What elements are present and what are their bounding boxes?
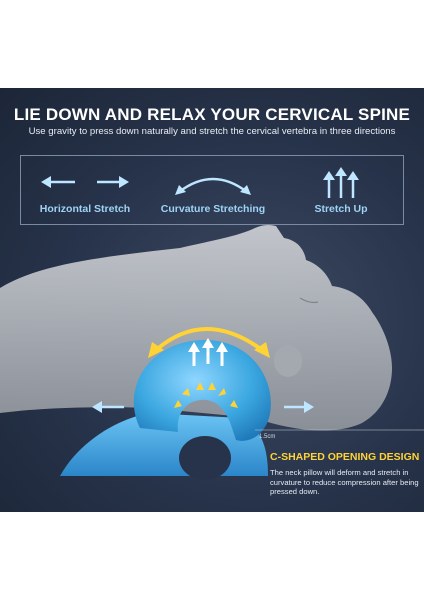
arrowhead-icon	[148, 342, 164, 358]
design-description: The neck pillow will deform and stretch …	[270, 468, 419, 497]
arrowhead-icon	[254, 342, 270, 358]
direction-up: Stretch Up	[277, 156, 405, 226]
direction-label: Curvature Stretching	[160, 203, 266, 215]
design-title: C-SHAPED OPENING DESIGN	[270, 451, 420, 463]
direction-label: Horizontal Stretch	[39, 203, 131, 215]
white-up-arrows-icon	[188, 338, 228, 366]
subline: Use gravity to press down naturally and …	[28, 126, 396, 137]
head-silhouette	[0, 224, 392, 431]
c-opening	[179, 436, 231, 480]
headline: LIE DOWN AND RELAX YOUR CERVICAL SPINE	[13, 105, 411, 124]
direction-curvature: Curvature Stretching	[149, 156, 277, 226]
double-horizontal-arrow-icon	[41, 176, 129, 188]
illustration-scene	[0, 224, 424, 480]
measurement-label: 1.5cm	[259, 434, 276, 440]
horizontal-arrows-icon	[92, 401, 314, 413]
direction-label: Stretch Up	[314, 203, 368, 215]
curved-arrow-icon	[175, 177, 251, 195]
pillow-bump	[133, 340, 271, 441]
triple-up-arrow-icon	[323, 167, 359, 198]
yellow-radial-arrows-icon	[174, 382, 238, 408]
stretch-directions-box: Horizontal Stretch Curvature Stretching …	[20, 155, 404, 225]
product-banner: LIE DOWN AND RELAX YOUR CERVICAL SPINE U…	[0, 88, 424, 512]
curvature-arrow-icon	[154, 327, 264, 352]
direction-horizontal: Horizontal Stretch	[21, 156, 149, 226]
